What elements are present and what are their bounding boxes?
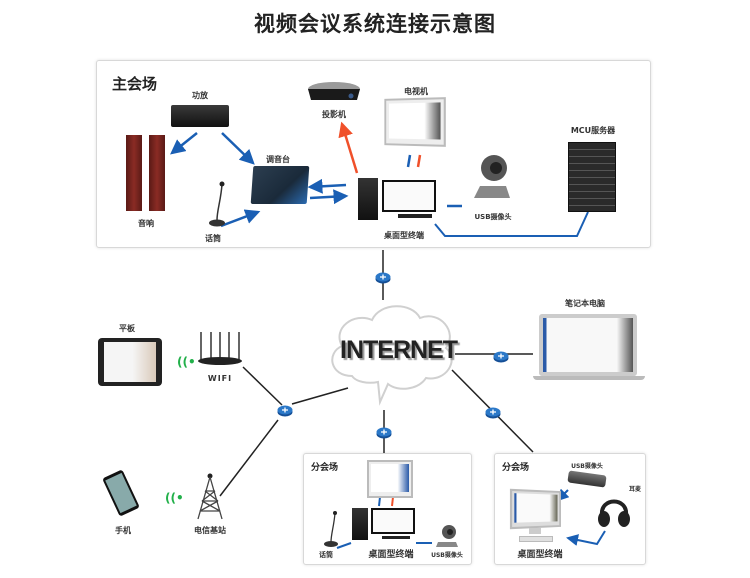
- branch2-desktop-terminal-icon: [509, 488, 563, 544]
- speaker-icon: [149, 135, 165, 211]
- router-icon: [277, 402, 293, 421]
- link-mixer-terminal: [309, 189, 349, 205]
- wifi-router-icon: [197, 330, 243, 366]
- laptop-label: 笔记本电脑: [565, 299, 605, 308]
- branch-venue-1-title: 分会场: [311, 463, 339, 473]
- usb-camera-icon: [472, 152, 512, 200]
- branch1-microphone-icon: [322, 510, 340, 548]
- microphone-icon: [207, 180, 227, 230]
- branch1-usb-camera-label: USB摄像头: [431, 552, 463, 559]
- b1-tv-terminal: [378, 496, 381, 507]
- branch1-tv-icon: [367, 460, 413, 498]
- branch1-desktop-terminal-label: 桌面型终端: [368, 550, 414, 560]
- link-terminal-projector: [338, 121, 359, 174]
- desktop-terminal-icon: [358, 178, 438, 222]
- branch1-microphone-label: 话筒: [319, 551, 333, 559]
- wireless-signal-icon: ((•: [165, 491, 184, 505]
- link-mcu-terminal: [434, 211, 589, 237]
- branch-venue-2-title: 分会场: [502, 463, 530, 473]
- link-terminal-tv: [416, 154, 422, 168]
- net-wifi-router: [242, 366, 283, 406]
- link-amplifier-speakers: [170, 132, 198, 155]
- speaker-icon: [126, 135, 142, 211]
- net-router-internet: [291, 387, 349, 405]
- projector-label: 投影机: [322, 110, 346, 119]
- b1-terminal-tv: [391, 496, 394, 507]
- tv-label: 电视机: [404, 87, 428, 96]
- router-icon: [375, 269, 391, 288]
- link-terminal-mixer: [307, 178, 347, 194]
- internet-label: INTERNET: [340, 336, 458, 364]
- b2-headset-terminal: [566, 530, 606, 546]
- branch2-headphones-icon: [597, 491, 631, 529]
- branch1-desktop-terminal-icon: [352, 508, 416, 542]
- branch2-usb-camera-label: USB摄像头: [571, 463, 603, 470]
- usb-camera-label: USB摄像头: [474, 213, 512, 221]
- projector-icon: [307, 80, 361, 106]
- branch2-headphones-label: 耳麦: [628, 486, 641, 493]
- link-tv-terminal: [406, 154, 412, 168]
- branch1-usb-camera-icon: [434, 524, 460, 548]
- base-station-icon: [195, 473, 225, 521]
- desktop-terminal-label: 桌面型终端: [384, 231, 424, 240]
- mcu-server-icon: [568, 142, 616, 212]
- wifi-label: WIFI: [207, 374, 233, 383]
- mixer-label: 调音台: [266, 155, 290, 164]
- base-station-label: 电信基站: [194, 526, 226, 535]
- laptop-icon: [533, 314, 645, 382]
- tv-icon: [384, 97, 446, 147]
- router-icon: [493, 348, 509, 367]
- tablet-label: 平板: [119, 324, 135, 333]
- router-icon: [376, 424, 392, 443]
- wireless-signal-icon: ((•: [177, 355, 196, 369]
- amplifier-label: 功放: [192, 91, 208, 100]
- mcu-server-label: MCU服务器: [570, 126, 616, 135]
- tablet-icon: [98, 338, 162, 386]
- mixer-icon: [250, 166, 310, 204]
- link-amplifier-mixer: [221, 132, 255, 165]
- router-icon: [485, 404, 501, 423]
- amplifier-icon: [171, 105, 229, 127]
- net-router-base: [219, 419, 279, 497]
- speakers-label: 音响: [138, 219, 154, 228]
- diagram-title: 视频会议系统连接示意图: [254, 12, 496, 36]
- main-venue-title: 主会场: [112, 75, 158, 93]
- internet-cloud: INTERNET: [322, 298, 458, 412]
- phone-label: 手机: [115, 526, 131, 535]
- microphone-label: 话筒: [205, 234, 221, 243]
- b1-mic-terminal: [336, 542, 352, 549]
- link-mic-mixer: [220, 209, 261, 228]
- branch2-desktop-terminal-label: 桌面型终端: [517, 550, 563, 560]
